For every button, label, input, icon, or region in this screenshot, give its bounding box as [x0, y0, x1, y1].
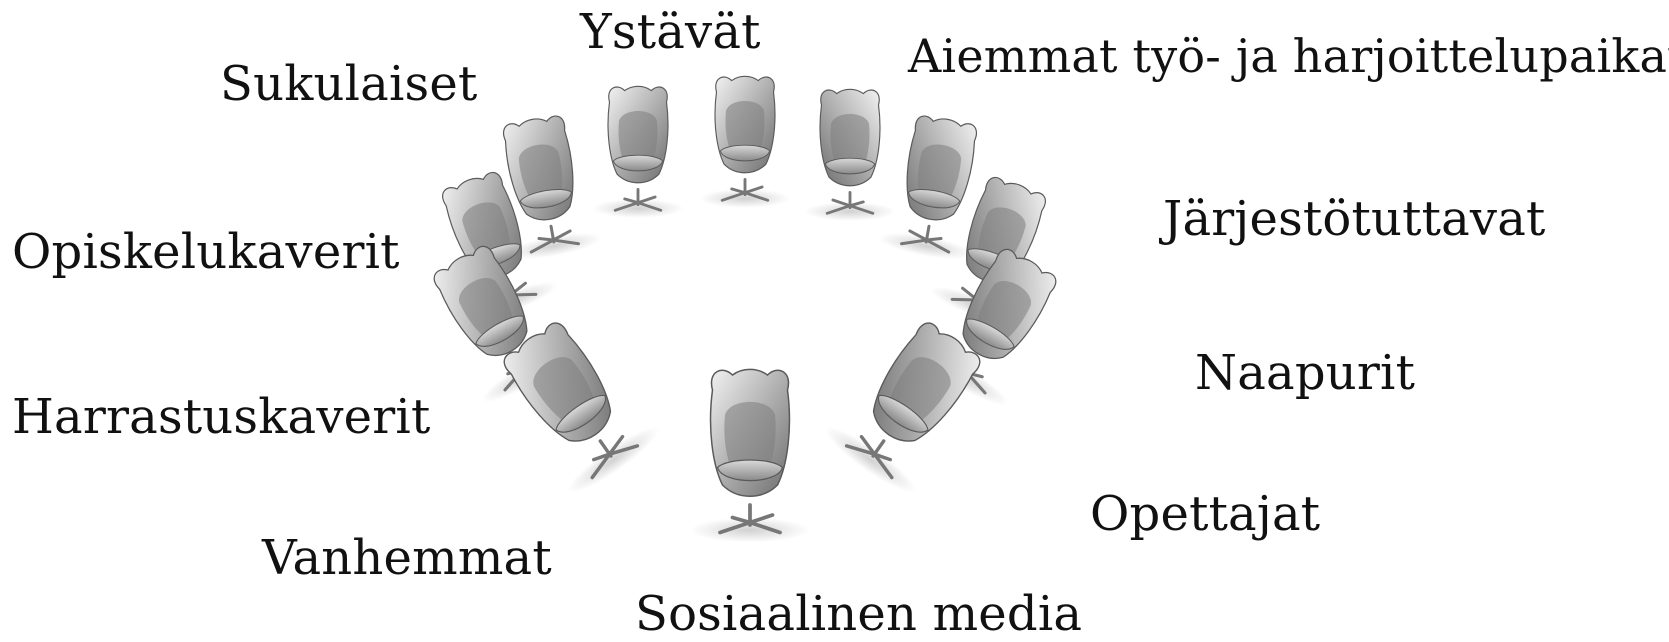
label-naapurit: Naapurit — [1195, 349, 1415, 397]
chairs-group — [415, 76, 1076, 542]
label-sosiaalinen-media: Sosiaalinen media — [635, 590, 1082, 638]
label-sukulaiset: Sukulaiset — [220, 60, 477, 108]
label-harrastuskaverit: Harrastuskaverit — [12, 393, 430, 441]
label-opiskelukaverit: Opiskelukaverit — [12, 228, 400, 276]
label-jarjestotuttavat: Järjestötuttavat — [1163, 195, 1546, 243]
chair-icon — [592, 86, 683, 218]
chair-icon — [699, 76, 790, 208]
chair-icon — [690, 369, 810, 542]
label-opettajat: Opettajat — [1090, 490, 1320, 538]
label-aiemmat-tyopaikat: Aiemmat työ- ja harjoittelupaikat — [908, 33, 1669, 79]
label-ystavat: Ystävät — [580, 8, 761, 56]
chair-icon — [804, 89, 895, 221]
label-vanhemmat: Vanhemmat — [262, 534, 552, 582]
